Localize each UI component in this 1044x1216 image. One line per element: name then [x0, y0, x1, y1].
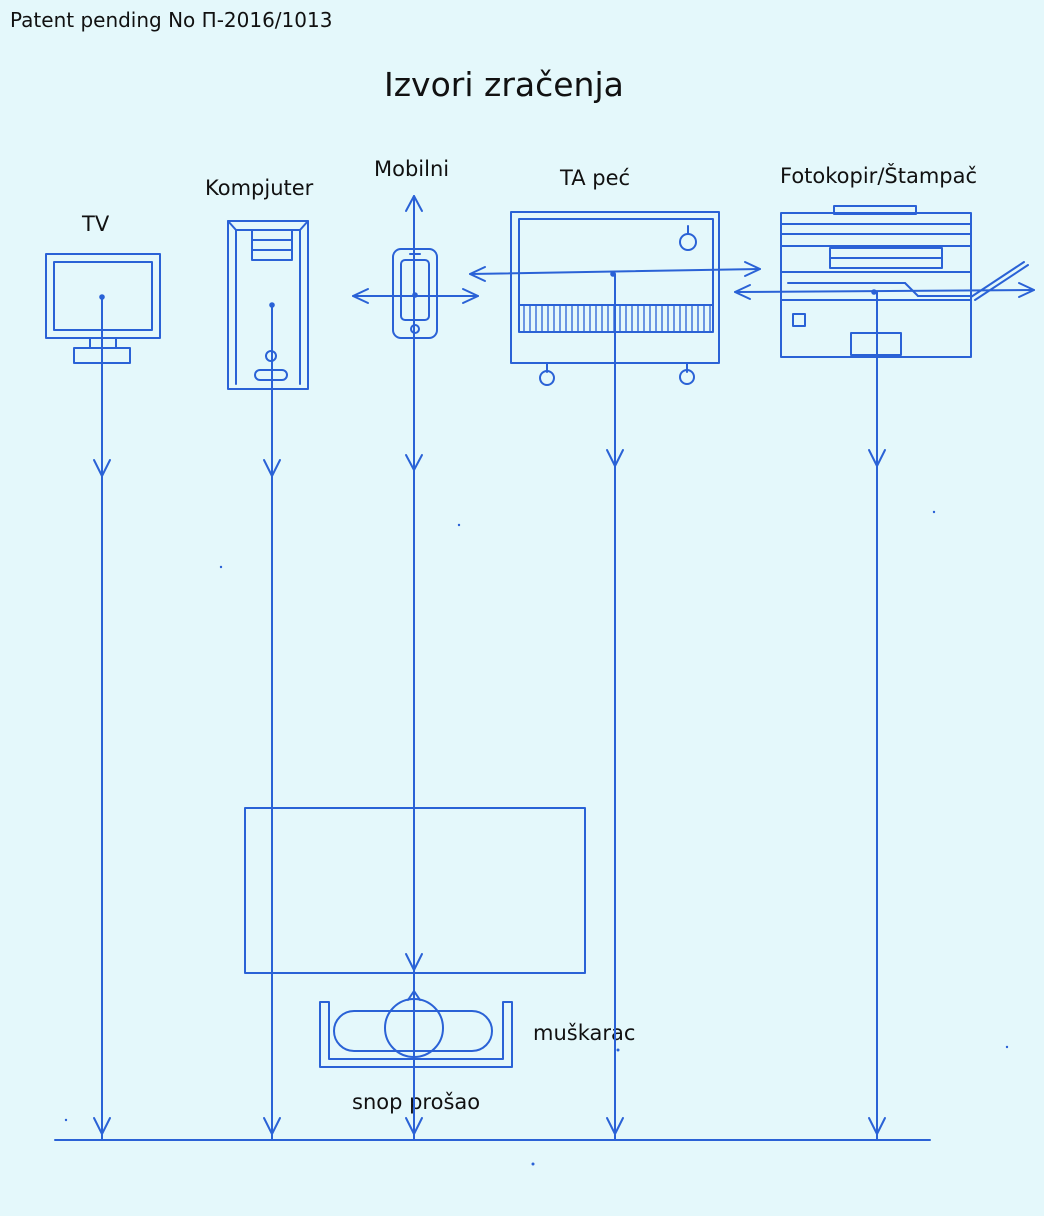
heater-horizontal-beam: [469, 261, 761, 282]
copier-label: Fotokopir/Štampač: [780, 164, 978, 188]
person-label: muškarac: [533, 1021, 636, 1045]
computer-tower-icon: [227, 220, 309, 390]
copier-horizontal-beam: [734, 282, 1035, 300]
heater-beam: [606, 273, 624, 1141]
tv-label: TV: [82, 212, 110, 236]
copier-beam: [868, 291, 886, 1141]
bed-outline: [244, 807, 586, 974]
heater-grille: [523, 304, 711, 333]
computer-beam: [263, 304, 281, 1141]
mobile-beam: [405, 195, 423, 1141]
mobile-horizontal-beam: [352, 288, 479, 304]
computer-label: Kompjuter: [205, 176, 314, 200]
heater-label: TA peć: [560, 166, 631, 190]
copier-icon: [780, 205, 1029, 358]
patent-note: Patent pending No П-2016/1013: [10, 8, 333, 32]
tv-beam: [93, 296, 111, 1141]
diagram-title: Izvori zračenja: [384, 65, 624, 104]
mobile-label: Mobilni: [374, 157, 450, 181]
paper-specks: [64, 510, 1009, 1166]
person-top-view-icon: [319, 990, 513, 1068]
beam-passed-label: snop prošao: [352, 1090, 481, 1114]
